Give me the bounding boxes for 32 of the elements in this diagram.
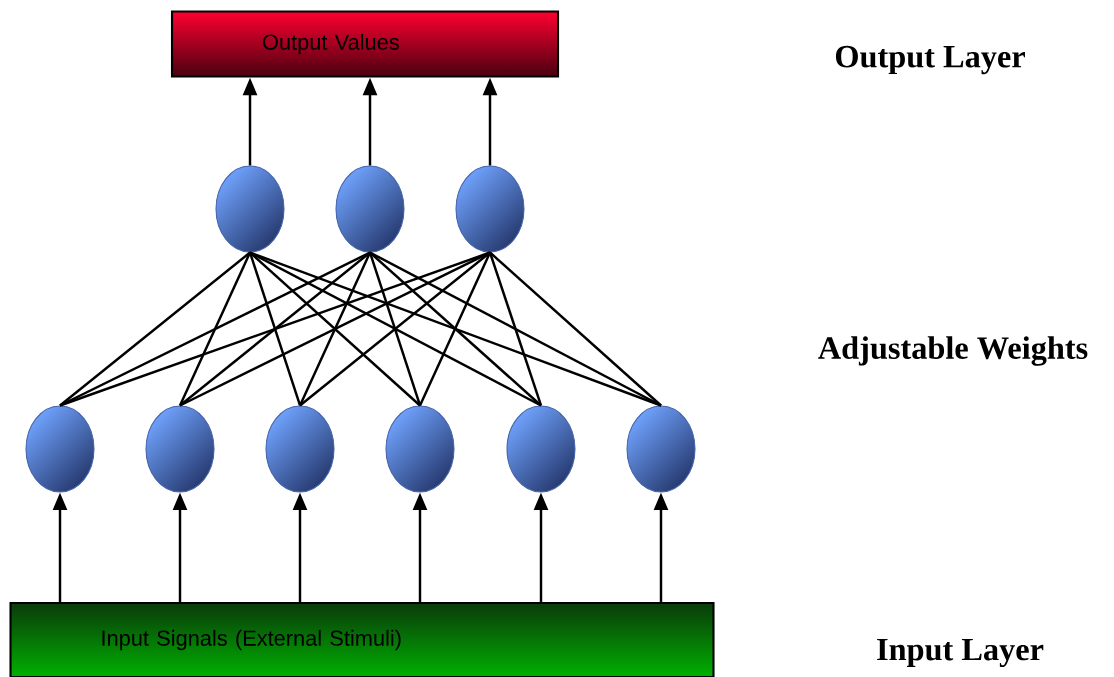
neuron-ellipse	[506, 405, 576, 493]
weight-line	[59, 251, 491, 407]
neuron-ellipse	[265, 405, 335, 493]
weight-line	[59, 251, 371, 407]
layer-box: Input Signals (External Stimuli)	[9, 601, 715, 677]
neuron-ellipse	[385, 405, 455, 493]
neuron-ellipse	[455, 165, 525, 253]
neuron-ellipse	[145, 405, 215, 493]
weight-line	[418, 252, 492, 406]
weight-line	[369, 251, 542, 407]
neuron-ellipse	[215, 165, 285, 253]
layer-box: Output Values	[170, 10, 560, 78]
neuron-ellipse	[335, 165, 405, 253]
layer-label: Output Layer	[835, 45, 1025, 75]
weight-line	[249, 251, 542, 407]
weight-line	[488, 252, 543, 406]
weight-line	[179, 251, 371, 407]
layer-label: Input Layer	[877, 638, 1044, 668]
weight-line	[298, 252, 372, 406]
weight-line	[368, 252, 422, 406]
neuron-ellipse	[25, 405, 95, 493]
weight-line	[248, 252, 302, 406]
weight-line	[369, 251, 662, 407]
weight-line	[179, 251, 491, 407]
weight-line	[59, 251, 251, 407]
weight-line	[249, 251, 421, 407]
weight-line	[178, 252, 252, 406]
layer-label: Adjustable Weights	[818, 336, 1088, 366]
neuron-ellipse	[626, 405, 696, 493]
weight-line	[489, 251, 662, 407]
weight-line	[249, 251, 662, 407]
weight-line	[299, 251, 491, 407]
